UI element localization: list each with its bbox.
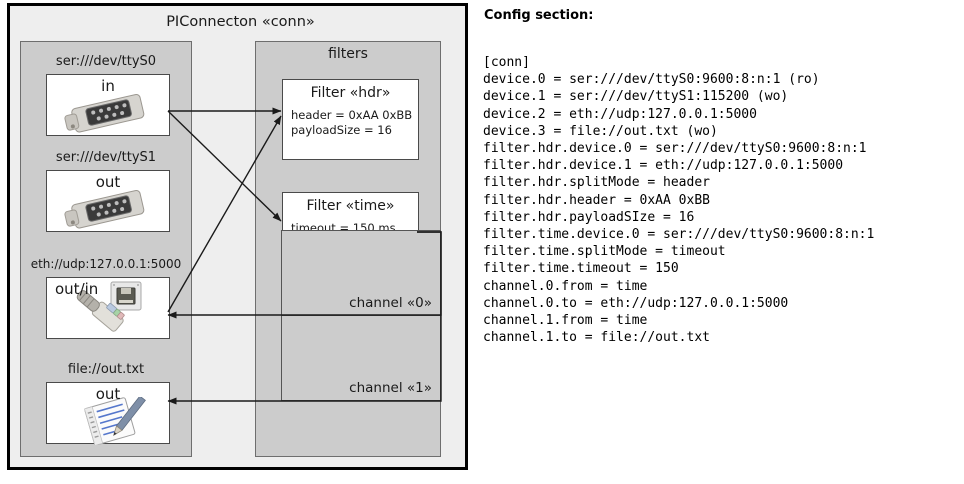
filters-panel-title: filters bbox=[328, 46, 368, 62]
text-file-icon bbox=[84, 397, 146, 445]
config-section: Config section: [conn] device.0 = ser://… bbox=[478, 0, 964, 484]
device-label-ttys0: ser:///dev/ttyS0 bbox=[55, 54, 157, 69]
channel-box-1[interactable]: channel «1» bbox=[281, 315, 441, 401]
serial-port-icon bbox=[64, 93, 145, 133]
device-box-ttys0[interactable]: in bbox=[46, 74, 170, 136]
serial-port-icon bbox=[64, 189, 145, 229]
channel-label-0: channel «0» bbox=[349, 295, 432, 311]
devices-panel: ser:///dev/ttyS0 in bbox=[20, 41, 192, 457]
outer-frame-title: PIConnecton «conn» bbox=[166, 14, 315, 30]
device-label-file: file://out.txt bbox=[67, 362, 145, 377]
config-section-heading: Config section: bbox=[484, 8, 594, 23]
filter-title-hdr: Filter «hdr» bbox=[310, 85, 391, 101]
filter-title-time: Filter «time» bbox=[306, 198, 395, 214]
channel-box-0[interactable]: channel «0» bbox=[281, 230, 441, 316]
device-label-ttys1: ser:///dev/ttyS1 bbox=[55, 150, 157, 165]
connection-diagram: PIConnecton «conn» ser:///dev/ttyS0 in bbox=[0, 0, 478, 484]
device-box-eth[interactable]: out/in bbox=[46, 277, 170, 339]
filter-prop: header = 0xAA 0xBB bbox=[291, 108, 413, 122]
filter-prop: payloadSize = 16 bbox=[291, 123, 392, 137]
device-direction-outin: out/in bbox=[55, 280, 99, 298]
filter-props-hdr: header = 0xAA 0xBB payloadSize = 16 bbox=[291, 108, 412, 138]
channel-label-1: channel «1» bbox=[349, 380, 432, 396]
device-box-file[interactable]: out bbox=[46, 382, 170, 445]
device-direction-in: in bbox=[101, 77, 115, 95]
device-direction-out: out bbox=[95, 173, 121, 191]
device-box-ttys1[interactable]: out bbox=[46, 170, 170, 232]
ethernet-jack-icon bbox=[76, 281, 142, 332]
device-label-eth: eth://udp:127.0.0.1:5000 bbox=[30, 257, 182, 271]
device-direction-out: out bbox=[95, 385, 121, 403]
filter-box-hdr[interactable]: Filter «hdr» header = 0xAA 0xBB payloadS… bbox=[282, 79, 419, 160]
config-section-body: [conn] device.0 = ser:///dev/ttyS0:9600:… bbox=[483, 55, 875, 346]
